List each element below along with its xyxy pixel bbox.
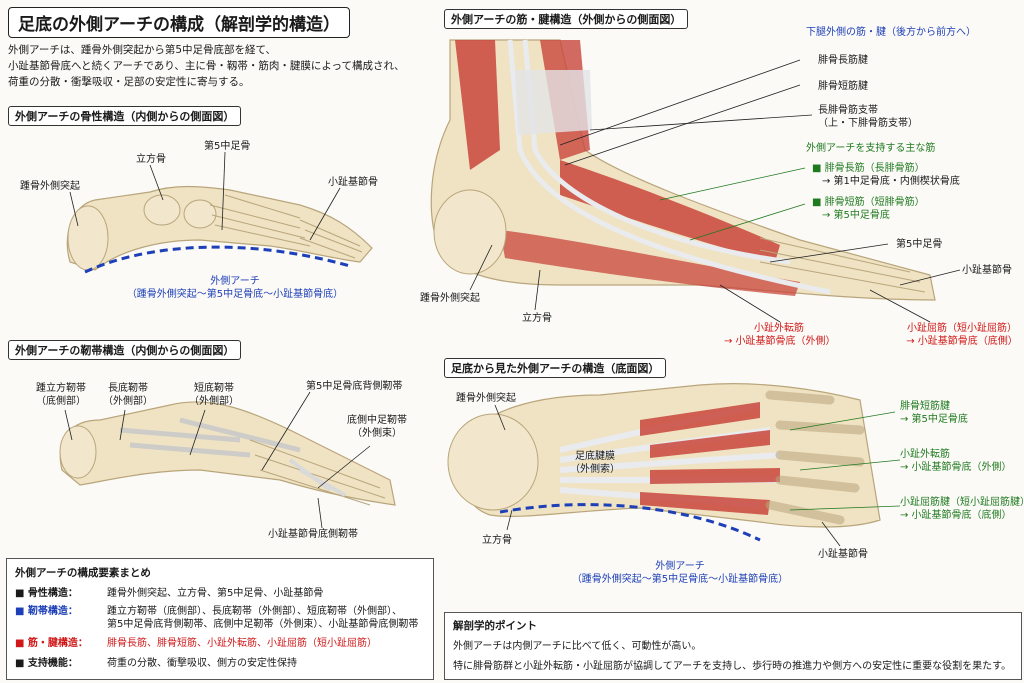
summary-key: ■ 支持機能：	[15, 658, 78, 669]
points-title: 解剖学的ポイント	[453, 620, 537, 632]
label-line: 小趾屈筋腱（短小趾屈筋腱）	[900, 497, 1024, 508]
summary-value: 荷重の分散、衝撃吸収、側方の安定性保持	[107, 658, 297, 669]
summary-value: 腓骨長筋、腓骨短筋、小趾外転筋、小趾屈筋（短小趾屈筋）	[107, 638, 377, 649]
bone-arch-label-1: 外側アーチ	[210, 276, 260, 287]
label-proximal-phalanx: 小趾基節骨	[328, 177, 378, 188]
label-proximal-phalanx-m: 小趾基節骨	[962, 265, 1012, 276]
label-fifth-metatarsal: 第5中足骨	[204, 141, 251, 152]
label-line: 長底靭帯	[108, 383, 148, 394]
bone-panel-title: 外側アーチの骨性構造（内側からの側面図）	[8, 106, 242, 126]
page-title: 足底の外側アーチの構成（解剖学的構造）	[8, 7, 350, 38]
label-line: （底側部）	[36, 396, 86, 407]
label-line: → 第1中足骨底・内側楔状骨底	[822, 176, 960, 187]
summary-value: 踵立方靭帯（底側部）、長底靭帯（外側部）、短底靭帯（外側部）、	[107, 606, 402, 617]
label-pb-tendon: 腓骨短筋腱	[818, 81, 868, 92]
plantar-arch-label-2: （踵骨外側突起〜第5中足骨底〜小趾基節骨底）	[571, 574, 789, 585]
summary-box: 外側アーチの構成要素まとめ ■ 骨性構造： 踵骨外側突起、立方骨、第5中足骨、小…	[6, 558, 434, 680]
intro-text: 外側アーチは、踵骨外側突起から第5中足骨底部を経て、 小趾基節骨底へと続くアーチ…	[8, 42, 418, 90]
summary-row-ligament: ■ 靭帯構造： 踵立方靭帯（底側部）、長底靭帯（外側部）、短底靭帯（外側部）、 …	[15, 605, 418, 630]
ligament-panel-title: 外側アーチの靭帯構造（内側からの側面図）	[8, 340, 242, 360]
label-long-plantar-lig: 長底靭帯 （外側部）	[98, 382, 158, 408]
summary-row-muscle: ■ 筋・腱構造： 腓骨長筋、腓骨短筋、小趾外転筋、小趾屈筋（短小趾屈筋）	[15, 637, 377, 650]
label-calcaneocuboid-lig: 踵立方靭帯 （底側部）	[26, 382, 96, 408]
muscle-foot-illustration	[430, 39, 961, 323]
muscle-panel-title: 外側アーチの筋・腱構造（外側からの側面図）	[444, 9, 689, 29]
label-line: 長腓骨筋支帯	[818, 105, 878, 116]
label-fifth-metatarsal-m: 第5中足骨	[896, 239, 943, 250]
summary-row-bone: ■ 骨性構造： 踵骨外側突起、立方骨、第5中足骨、小趾基節骨	[15, 587, 323, 600]
label-peroneus-brevis: ■ 腓骨短筋（短腓骨筋） → 第5中足骨底	[812, 196, 925, 222]
plantar-foot-illustration	[447, 383, 901, 547]
label-line: → 小趾基節骨底（底側）	[900, 510, 1012, 521]
label-short-plantar-lig: 短底靭帯 （外側部）	[184, 382, 244, 408]
label-line: 足底腱膜	[575, 451, 615, 462]
label-line: 踵立方靭帯	[36, 383, 86, 394]
label-pb-tendon-p: 腓骨短筋腱 → 第5中足骨底	[900, 400, 968, 426]
label-line: ■ 腓骨長筋（長腓骨筋）	[812, 163, 925, 174]
label-flexor-digiti-minimi: 小趾屈筋（短小趾屈筋） → 小趾基節骨底（底側）	[904, 322, 1020, 348]
points-line-2: 特に腓骨筋群と小趾外転筋・小趾屈筋が協調してアーチを支持し、歩行時の推進力や側方…	[453, 661, 1012, 672]
bone-arch-label-2: （踵骨外側突起〜第5中足骨底〜小趾基節骨底）	[126, 289, 344, 300]
label-line: → 小趾基節骨底（外側）	[900, 462, 1012, 473]
label-peroneus-longus: ■ 腓骨長筋（長腓骨筋） → 第1中足骨底・内側楔状骨底	[812, 162, 960, 188]
label-line: （外側部）	[103, 396, 153, 407]
label-retinaculum: 長腓骨筋支帯 （上・下腓骨筋支帯）	[818, 104, 918, 130]
label-line: 小趾屈筋（短小趾屈筋）	[907, 323, 1017, 334]
label-proximal-phalanx-p: 小趾基節骨	[818, 549, 868, 560]
label-line: ■ 腓骨短筋（短腓骨筋）	[812, 197, 925, 208]
muscle-header: 下腿外側の筋・腱（後方から前方へ）	[806, 27, 976, 38]
label-line: （外側部）	[189, 396, 239, 407]
summary-value-2: 第5中足骨底背側靭帯、底側中足靭帯（外側束）、小趾基節骨底側靭帯	[107, 619, 419, 630]
ligament-foot-illustration	[59, 391, 396, 529]
label-cuboid: 立方骨	[136, 154, 166, 165]
label-line: → 小趾基節骨底（外側）	[724, 336, 836, 347]
support-muscles-header: 外側アーチを支持する主な筋	[806, 143, 936, 154]
label-abductor-digiti-minimi: 小趾外転筋 → 小趾基節骨底（外側）	[724, 322, 836, 348]
label-line: → 小趾基節骨底（底側）	[906, 336, 1018, 347]
plantar-arch-label-1: 外側アーチ	[655, 561, 705, 572]
label-line: 腓骨短筋腱	[900, 401, 950, 412]
summary-value: 踵骨外側突起、立方骨、第5中足骨、小趾基節骨	[107, 588, 324, 599]
intro-line: 小趾基節骨底へと続くアーチであり、主に骨・靱帯・筋肉・腱膜によって構成され、	[8, 60, 405, 72]
label-abductor-p: 小趾外転筋 → 小趾基節骨底（外側）	[900, 448, 1012, 474]
anatomical-points-box: 解剖学的ポイント 外側アーチは内側アーチに比べて低く、可動性が高い。 特に腓骨筋…	[444, 612, 1022, 680]
summary-title: 外側アーチの構成要素まとめ	[15, 567, 151, 579]
plantar-panel-title: 足底から見た外側アーチの構造（底面図）	[444, 358, 667, 378]
label-dorsal-fifth-lig: 第5中足骨底背側靭帯	[306, 381, 403, 392]
label-flexor-p: 小趾屈筋腱（短小趾屈筋腱） → 小趾基節骨底（底側）	[900, 496, 1024, 522]
bone-arch-label: 外側アーチ （踵骨外側突起〜第5中足骨底〜小趾基節骨底）	[100, 275, 370, 301]
bone-arch-line	[84, 245, 351, 274]
label-cuboid-p: 立方骨	[482, 535, 512, 546]
label-calcaneus-p: 踵骨外側突起	[456, 393, 516, 404]
label-line: → 第5中足骨底	[900, 414, 968, 425]
label-line: → 第5中足骨底	[822, 210, 890, 221]
points-line-1: 外側アーチは内側アーチに比べて低く、可動性が高い。	[453, 641, 702, 652]
label-line: （外側束）	[352, 428, 402, 439]
summary-key: ■ 骨性構造：	[15, 588, 78, 599]
label-line: 底側中足靭帯	[347, 415, 407, 426]
label-plantar-aponeurosis: 足底腱膜 （外側索）	[560, 450, 630, 476]
label-plantar-phalanx-lig: 小趾基節骨底側靭帯	[268, 529, 358, 540]
bone-foot-illustration	[66, 151, 373, 274]
label-line: （上・下腓骨筋支帯）	[818, 118, 918, 129]
plantar-arch-label: 外側アーチ （踵骨外側突起〜第5中足骨底〜小趾基節骨底）	[570, 560, 790, 586]
label-line: 小趾外転筋	[900, 449, 950, 460]
label-line: 小趾外転筋	[754, 323, 804, 334]
label-calcaneus-m: 踵骨外側突起	[420, 293, 480, 304]
plantar-arch-line	[499, 503, 761, 542]
intro-line: 荷重の分散・衝撃吸収・足部の安定性に寄与する。	[8, 76, 250, 88]
label-line: （外側索）	[570, 464, 620, 475]
label-pl-tendon: 腓骨長筋腱	[818, 55, 868, 66]
label-cuboid-m: 立方骨	[522, 313, 552, 324]
label-plantar-metatarsal-lig: 底側中足靭帯 （外側束）	[342, 414, 412, 440]
label-calcaneus-process: 踵骨外側突起	[20, 181, 80, 192]
intro-line: 外側アーチは、踵骨外側突起から第5中足骨底部を経て、	[8, 44, 277, 56]
label-line: 短底靭帯	[194, 383, 234, 394]
summary-row-function: ■ 支持機能： 荷重の分散、衝撃吸収、側方の安定性保持	[15, 657, 297, 670]
summary-key: ■ 筋・腱構造：	[15, 638, 88, 649]
summary-key: ■ 靭帯構造：	[15, 606, 78, 617]
